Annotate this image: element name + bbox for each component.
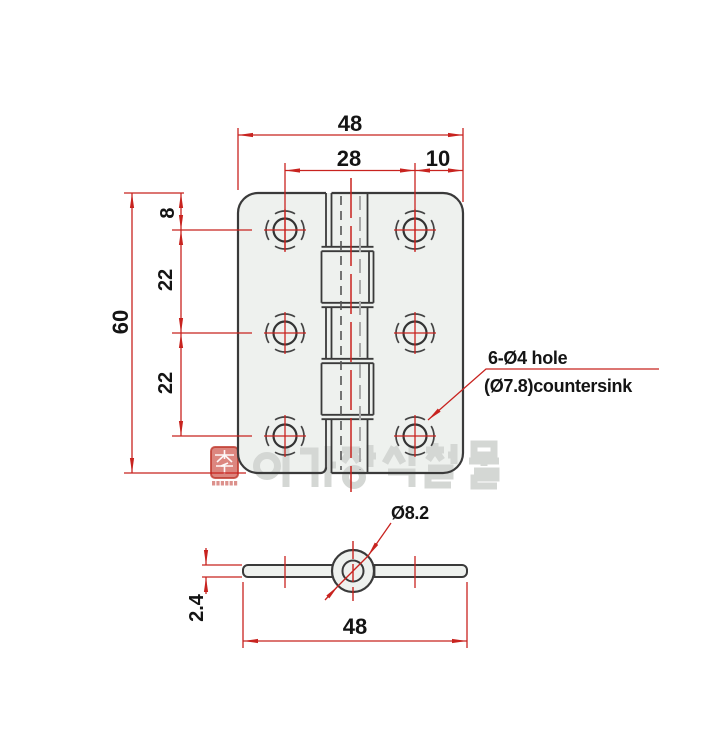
hinge-knuckle bbox=[320, 193, 375, 473]
dim-hole-span: 28 bbox=[337, 146, 361, 171]
watermark-char-6 bbox=[469, 440, 500, 490]
watermark bbox=[210, 440, 500, 490]
hinge-plate-outline bbox=[236, 191, 465, 475]
dim-thickness: 2.4 bbox=[186, 593, 208, 622]
dim-total-width: 48 bbox=[338, 111, 362, 136]
top-view-dimensions: 48 28 10 60 8 22 22 6-Ø4 hole (Ø7.8)coun… bbox=[108, 111, 659, 474]
stamp-glyph bbox=[215, 450, 234, 474]
hole-note-line1: 6-Ø4 hole bbox=[488, 348, 568, 368]
watermark-char-5 bbox=[424, 443, 458, 489]
dim-row-gap-1: 22 bbox=[155, 269, 177, 291]
side-view-dimensions: Ø8.2 2.4 48 bbox=[186, 503, 468, 648]
dim-top-margin: 8 bbox=[157, 207, 179, 218]
watermark-char-3 bbox=[340, 445, 376, 489]
dim-row-gap-2: 22 bbox=[155, 372, 177, 394]
stamp bbox=[210, 446, 239, 486]
hole-note-line2: (Ø7.8)countersink bbox=[484, 376, 633, 396]
dim-knuckle-diameter: Ø8.2 bbox=[391, 503, 429, 523]
stamp-caption bbox=[212, 481, 238, 486]
hinge-side-view bbox=[242, 541, 468, 601]
dim-side-width: 48 bbox=[343, 614, 367, 639]
watermark-char-1 bbox=[253, 446, 290, 487]
dim-total-height: 60 bbox=[108, 310, 133, 334]
dim-edge-offset: 10 bbox=[426, 146, 450, 171]
